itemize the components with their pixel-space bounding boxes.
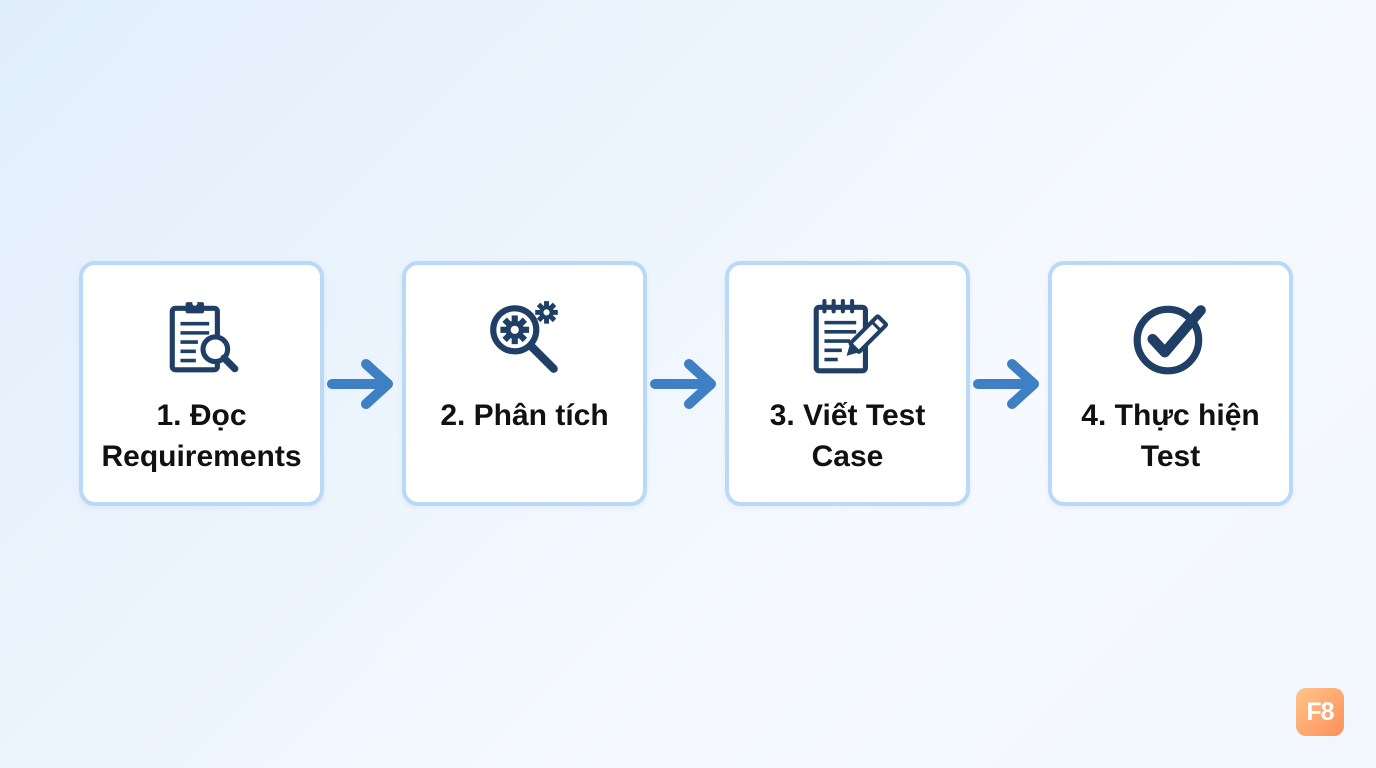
step-card-execute-test: 4. Thực hiện Test bbox=[1048, 261, 1293, 506]
step-card-write-test-case: 3. Viết Test Case bbox=[725, 261, 970, 506]
clipboard-search-icon bbox=[161, 297, 243, 379]
step-label: 3. Viết Test Case bbox=[769, 399, 926, 473]
step-label: 4. Thực hiện Test bbox=[1081, 399, 1260, 473]
gear-search-icon bbox=[484, 297, 566, 379]
arrow-right-icon bbox=[649, 356, 721, 412]
arrow-right-icon bbox=[326, 356, 398, 412]
notepad-pencil-icon bbox=[807, 297, 889, 379]
step-card-read-requirements: 1. Đọc Requirements bbox=[79, 261, 324, 506]
checkmark-circle-icon bbox=[1130, 297, 1212, 379]
arrow-right-icon bbox=[972, 356, 1044, 412]
step-label: 2. Phân tích bbox=[440, 399, 609, 432]
f8-logo: F8 bbox=[1296, 688, 1344, 736]
step-label: 1. Đọc Requirements bbox=[101, 399, 302, 473]
step-card-analysis: 2. Phân tích bbox=[402, 261, 647, 506]
